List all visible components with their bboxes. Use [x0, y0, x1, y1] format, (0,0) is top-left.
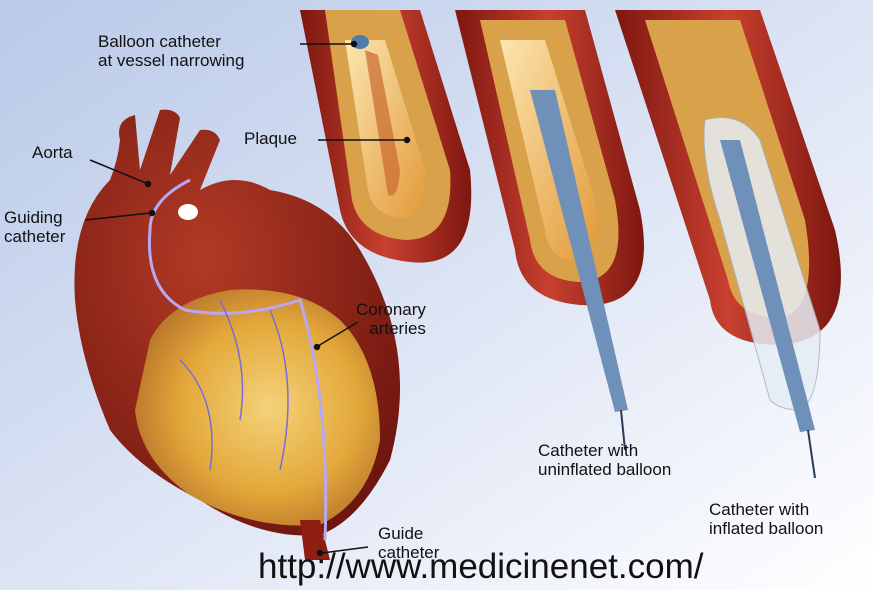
- label-uninflated-line1: Catheter with: [538, 441, 671, 460]
- label-guide-line1: Guide: [378, 524, 439, 543]
- label-guiding-catheter: Guiding catheter: [4, 208, 65, 246]
- label-inflated-line1: Catheter with: [709, 500, 823, 519]
- label-guiding-line1: Guiding: [4, 208, 65, 227]
- label-balloon-line1: Balloon catheter: [98, 32, 244, 51]
- label-uninflated-line2: uninflated balloon: [538, 460, 671, 479]
- label-inflated-balloon: Catheter with inflated balloon: [709, 500, 823, 538]
- label-plaque: Plaque: [244, 129, 297, 148]
- label-coronary-arteries: Coronary arteries: [356, 300, 426, 338]
- label-uninflated-balloon: Catheter with uninflated balloon: [538, 441, 671, 479]
- label-guiding-line2: catheter: [4, 227, 65, 246]
- source-url: http://www.medicinenet.com/: [258, 548, 703, 586]
- label-aorta: Aorta: [32, 143, 73, 162]
- label-inflated-line2: inflated balloon: [709, 519, 823, 538]
- label-coronary-line1: Coronary: [356, 300, 426, 319]
- label-balloon-line2: at vessel narrowing: [98, 51, 244, 70]
- label-coronary-line2: arteries: [356, 319, 426, 338]
- label-balloon-catheter: Balloon catheter at vessel narrowing: [98, 32, 244, 70]
